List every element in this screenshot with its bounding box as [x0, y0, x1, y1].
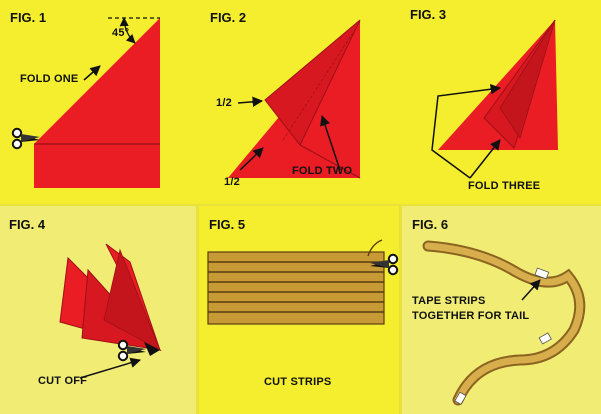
- fig-2-half-label-bottom: 1/2: [224, 176, 240, 188]
- fig-2-half-arrow-top: [237, 96, 264, 108]
- fig-3-fold-three-arrow-lower: [469, 139, 501, 179]
- fig-2-crease: [299, 144, 361, 179]
- panel-fig-6: [402, 206, 601, 414]
- fig-5-drawing: [207, 239, 399, 325]
- fig-5-cut-strips-label: CUT STRIPS: [264, 376, 332, 388]
- fig-2-drawing: [228, 19, 361, 179]
- fig-5-curl: [367, 239, 383, 257]
- fig-4-cut-off-label: CUT OFF: [38, 375, 88, 387]
- fig-3-fold-three-arrow-upper: [431, 84, 502, 179]
- fig-1-drawing: [11, 17, 160, 188]
- fig-4-cut-tip: [144, 342, 160, 356]
- fig-6-tape-1: [534, 267, 550, 280]
- fig-2-fold-two-arrow: [320, 115, 341, 171]
- fig-2-center-line: [282, 21, 361, 141]
- fig-6-label: FIG. 6: [412, 217, 449, 232]
- fig-6-drawing: [422, 240, 586, 406]
- fig-4-drawing: [59, 243, 162, 379]
- fig-1-paper: [34, 18, 160, 188]
- fig-4-label: FIG. 4: [9, 217, 46, 232]
- fig-6-tape-arrow: [521, 279, 541, 301]
- fig-6-tape-label-line-1: TAPE STRIPS: [412, 295, 486, 307]
- fig-6-tape-2: [538, 332, 552, 345]
- fig-2-label: FIG. 2: [210, 10, 247, 25]
- fig-1-angle-arc: [119, 17, 136, 44]
- fig-1-fold-one-arrow: [83, 65, 101, 81]
- fig-6-tail: [424, 242, 584, 404]
- fig-1-fold-one-label: FOLD ONE: [20, 73, 79, 85]
- fig-5-label: FIG. 5: [209, 217, 246, 232]
- fig-1-label: FIG. 1: [10, 10, 47, 25]
- fig-4-cut-off-arrow: [79, 357, 142, 379]
- fig-3-flap-inner: [499, 19, 556, 139]
- fig-2-fold-two-label: FOLD TWO: [292, 165, 353, 177]
- fig-5-strip-lines: [208, 261, 384, 313]
- fig-3-drawing: [431, 19, 558, 179]
- fig-2-flap: [264, 19, 361, 146]
- fig-3-fold-three-label: FOLD THREE: [468, 180, 541, 192]
- fig-2-half-arrow-bottom: [239, 147, 264, 171]
- fig-2-half-label-top: 1/2: [216, 97, 232, 109]
- fig-6-tape-label-line-2: TOGETHER FOR TAIL: [412, 310, 530, 322]
- fig-1-angle-label: 45°: [112, 27, 130, 39]
- fig-6-tape-3: [454, 391, 467, 405]
- fig-4-body: [103, 248, 161, 351]
- fig-3-label: FIG. 3: [410, 7, 447, 22]
